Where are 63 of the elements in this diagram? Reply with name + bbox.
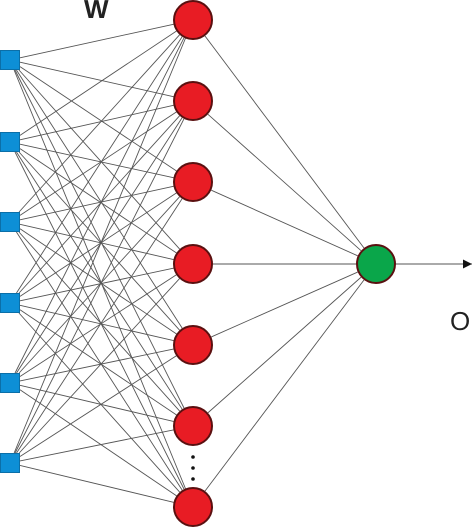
connection-line bbox=[16, 152, 183, 410]
weight-label: W bbox=[84, 0, 109, 22]
connection-line bbox=[20, 309, 177, 416]
connection-line bbox=[20, 192, 177, 297]
connection-line bbox=[20, 24, 174, 58]
connection-line bbox=[16, 232, 183, 491]
connection-line bbox=[20, 186, 174, 220]
connection-line bbox=[14, 70, 184, 409]
connection-line bbox=[20, 148, 177, 254]
connection-line bbox=[20, 268, 174, 302]
connection-line bbox=[208, 276, 362, 414]
connection-line bbox=[20, 62, 174, 98]
connection-line bbox=[20, 112, 177, 216]
connection-line bbox=[20, 66, 177, 172]
neuron-circle bbox=[173, 325, 213, 365]
input-square bbox=[0, 50, 20, 70]
connection-line bbox=[210, 272, 358, 338]
connection-line bbox=[18, 312, 180, 493]
connection-line bbox=[14, 118, 184, 454]
connection-line bbox=[14, 152, 184, 490]
input-square bbox=[0, 132, 20, 152]
connection-line bbox=[210, 190, 358, 256]
connection-line bbox=[20, 355, 177, 457]
connection-line bbox=[20, 389, 177, 496]
connection-line bbox=[14, 37, 184, 374]
neuron-circle bbox=[173, 406, 213, 446]
connection-line bbox=[16, 70, 183, 329]
connection-line bbox=[16, 198, 183, 454]
connection-line bbox=[20, 304, 174, 341]
connection-line bbox=[18, 152, 180, 331]
input-square bbox=[0, 212, 20, 232]
arrow bbox=[396, 260, 472, 268]
connection-line bbox=[20, 30, 177, 136]
connection-line bbox=[18, 232, 180, 412]
connection-line bbox=[18, 115, 180, 294]
connection-line bbox=[20, 384, 174, 422]
connection-line bbox=[20, 228, 177, 334]
neuron-circle bbox=[173, 487, 213, 527]
neuron-circle bbox=[173, 244, 213, 284]
connection-line bbox=[18, 278, 180, 454]
input-square bbox=[0, 373, 20, 393]
neuron-circle bbox=[173, 162, 213, 202]
neuron-circle bbox=[173, 81, 213, 121]
connection-line bbox=[18, 70, 180, 250]
connection-line bbox=[20, 348, 174, 382]
connection-line bbox=[204, 280, 364, 492]
connection-line bbox=[20, 274, 177, 377]
output-label: O bbox=[450, 308, 470, 334]
connection-line bbox=[20, 430, 174, 462]
neuron-circle bbox=[356, 244, 396, 284]
connection-line bbox=[18, 196, 180, 374]
input-square bbox=[0, 293, 20, 313]
neuron-circle bbox=[173, 0, 213, 40]
connection-line bbox=[20, 104, 174, 140]
connection-line bbox=[20, 464, 174, 503]
connection-line bbox=[204, 36, 364, 248]
connection-line bbox=[16, 36, 183, 294]
connection-line bbox=[20, 224, 174, 260]
connection-line bbox=[207, 114, 362, 252]
connection-line bbox=[18, 34, 180, 212]
connection-line bbox=[16, 117, 183, 374]
input-square bbox=[0, 453, 20, 473]
connection-line bbox=[20, 144, 174, 178]
